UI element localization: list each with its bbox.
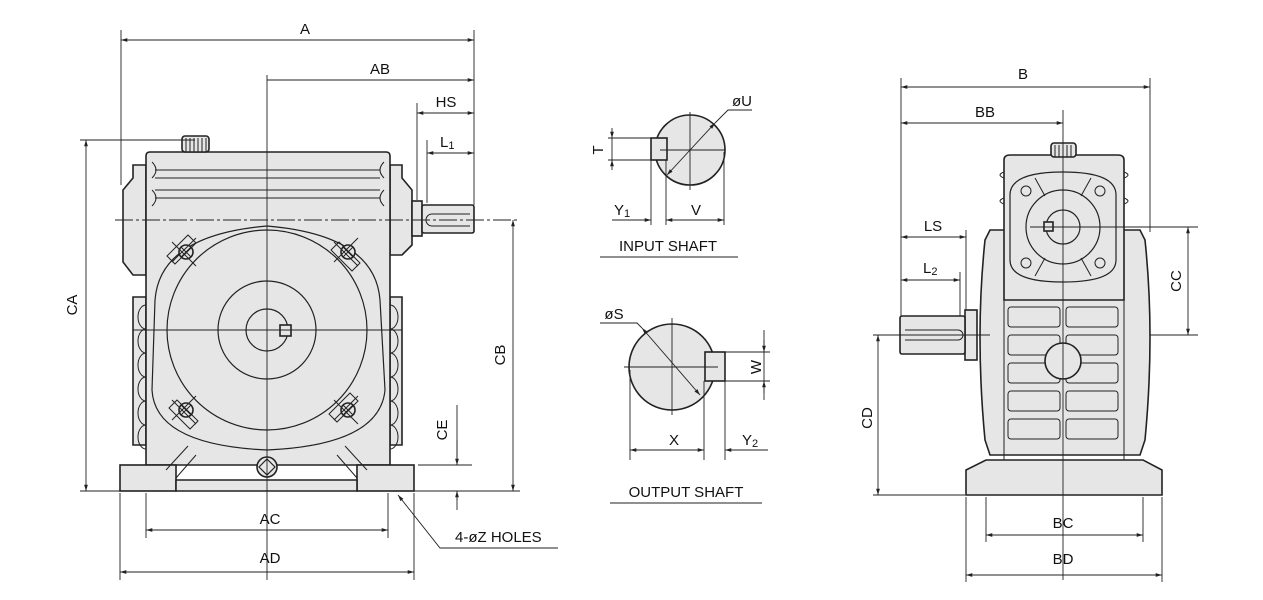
output-shaft-title: OUTPUT SHAFT bbox=[629, 484, 744, 501]
front-centerlines bbox=[115, 75, 517, 580]
dim-L1: L1 bbox=[440, 134, 454, 152]
side-dimension-labels: B BB LS L2 CC CD BC BD bbox=[859, 66, 1185, 568]
bolt-holes bbox=[166, 234, 361, 430]
dim-A: A bbox=[300, 21, 310, 38]
dim-AD: AD bbox=[260, 550, 281, 567]
dim-BD: BD bbox=[1053, 551, 1074, 568]
side-view: B BB LS L2 CC CD BC BD bbox=[859, 66, 1198, 582]
output-shaft-section: øS W X Y2 OUTPUT SHAFT bbox=[600, 306, 770, 504]
dim-U: øU bbox=[732, 93, 752, 110]
dim-CB: CB bbox=[492, 345, 509, 366]
dim-BC: BC bbox=[1053, 515, 1074, 532]
dim-HS: HS bbox=[436, 94, 457, 111]
dim-LS: LS bbox=[924, 218, 942, 235]
dim-BB: BB bbox=[975, 104, 995, 121]
dim-CE: CE bbox=[434, 420, 451, 441]
front-view: A AB HS L1 CA CB CE AC AD 4-øZ HOLES bbox=[64, 21, 558, 580]
dim-B: B bbox=[1018, 66, 1028, 83]
dim-X: X bbox=[669, 432, 679, 449]
dim-Y1: Y1 bbox=[614, 202, 630, 220]
dim-CC: CC bbox=[1168, 270, 1185, 292]
dim-AC: AC bbox=[260, 511, 281, 528]
front-housing bbox=[119, 135, 475, 492]
dim-CD: CD bbox=[859, 407, 876, 429]
dim-Y2: Y2 bbox=[742, 432, 758, 450]
dim-T: T bbox=[590, 145, 607, 154]
dim-S: øS bbox=[604, 306, 623, 323]
side-centerlines bbox=[873, 110, 1198, 580]
input-shaft-title: INPUT SHAFT bbox=[619, 238, 717, 255]
side-housing bbox=[899, 142, 1163, 496]
side-dimension-lines bbox=[873, 78, 1190, 582]
front-dimension-labels: A AB HS L1 CA CB CE AC AD 4-øZ HOLES bbox=[64, 21, 542, 567]
holes-note: 4-øZ HOLES bbox=[455, 529, 542, 546]
dim-CA: CA bbox=[64, 295, 81, 316]
dim-AB: AB bbox=[370, 61, 390, 78]
dim-V: V bbox=[691, 202, 701, 219]
dim-L2: L2 bbox=[923, 260, 937, 278]
dim-W: W bbox=[748, 359, 765, 374]
input-shaft-section: T øU Y1 V INPUT SHAFT bbox=[590, 93, 752, 258]
front-dimension-lines bbox=[80, 30, 558, 580]
